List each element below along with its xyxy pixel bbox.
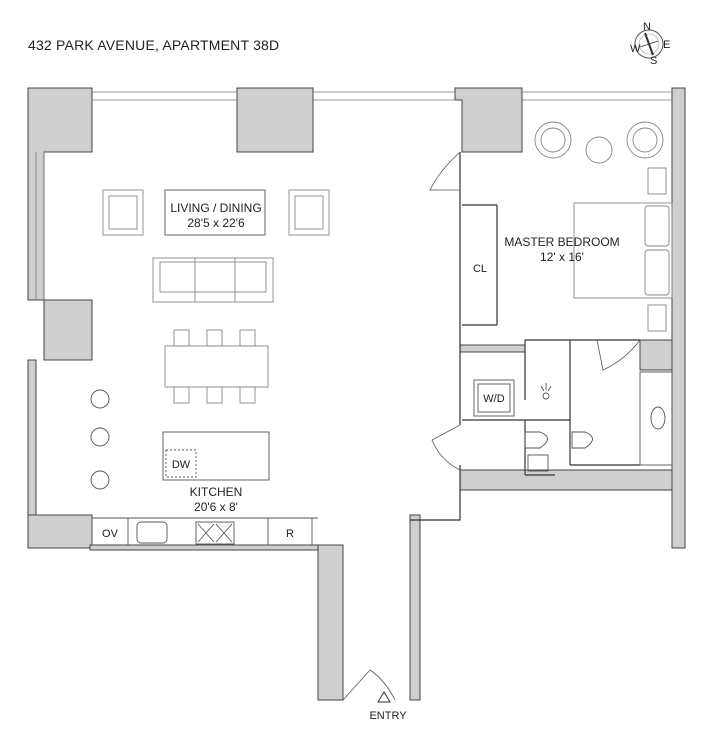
compass-icon <box>634 29 664 59</box>
bedroom-furniture <box>534 121 673 332</box>
bedroom-name: MASTER BEDROOM <box>504 235 619 249</box>
oven-label: OV <box>102 528 119 540</box>
exterior-walls <box>27 87 686 701</box>
entry-label: ENTRY <box>369 710 407 722</box>
living-room-name: LIVING / DINING <box>170 201 261 215</box>
washer-dryer-label: W/D <box>483 393 504 405</box>
bathroom-fixtures <box>473 371 673 472</box>
kitchen-name: KITCHEN <box>190 485 243 499</box>
closet-label: CL <box>473 263 487 275</box>
entry-arrow-icon <box>377 691 391 703</box>
bedroom-size: 12' x 16' <box>540 250 584 264</box>
compass-n: N <box>643 21 651 33</box>
refrigerator-label: R <box>286 528 294 540</box>
windows <box>35 91 672 300</box>
interior-walls <box>410 152 640 521</box>
page-title: 432 PARK AVENUE, APARTMENT 38D <box>28 37 280 53</box>
living-furniture <box>102 189 330 404</box>
kitchen-fixtures <box>90 389 318 545</box>
kitchen-size: 20'6 x 8' <box>194 500 238 514</box>
living-room-size: 28'5 x 22'6 <box>187 216 245 230</box>
compass-e: E <box>663 39 670 51</box>
dishwasher-label: DW <box>172 459 191 471</box>
compass-w: W <box>630 43 641 55</box>
compass-s: S <box>650 55 657 67</box>
doors <box>342 151 641 701</box>
